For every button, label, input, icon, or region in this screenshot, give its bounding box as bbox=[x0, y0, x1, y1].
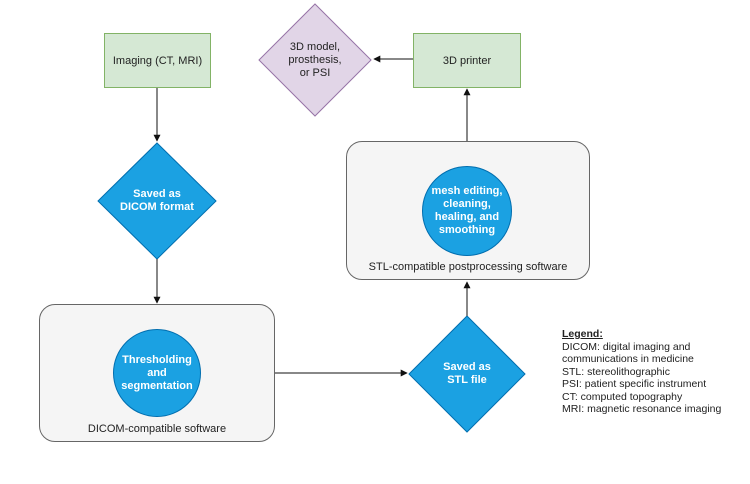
legend-title: Legend: bbox=[562, 328, 603, 340]
legend-item: PSI: patient specific instrument bbox=[562, 378, 707, 390]
thresholding-circle: Thresholding and segmentation bbox=[113, 329, 201, 417]
legend-item: communications in medicine bbox=[562, 353, 694, 365]
printer-label: 3D printer bbox=[442, 54, 492, 67]
printer-box: 3D printer bbox=[413, 33, 521, 88]
model-label: 3D model, prosthesis, or PSI bbox=[288, 40, 342, 79]
mesh-editing-circle: mesh editing, cleaning, healing, and smo… bbox=[422, 166, 512, 256]
legend-item: DICOM: digital imaging and bbox=[562, 340, 691, 353]
dicom-format-label: Saved as DICOM format bbox=[120, 188, 194, 213]
stl-file-label: Saved as STL file bbox=[443, 361, 491, 386]
legend-item: STL: stereolithographic bbox=[562, 365, 670, 378]
model-diamond bbox=[258, 3, 372, 117]
imaging-box: Imaging (CT, MRI) bbox=[104, 33, 211, 88]
legend-item: MRI: magnetic resonance imaging bbox=[562, 403, 722, 415]
legend: Legend: DICOM: digital imaging and commu… bbox=[562, 328, 721, 416]
stl-software-caption: STL-compatible postprocessing software bbox=[368, 261, 568, 273]
legend-item: CT: computed topography bbox=[562, 390, 683, 403]
dicom-software-caption: DICOM-compatible software bbox=[87, 423, 227, 435]
stl-file-diamond bbox=[408, 315, 526, 433]
imaging-label: Imaging (CT, MRI) bbox=[112, 54, 203, 67]
